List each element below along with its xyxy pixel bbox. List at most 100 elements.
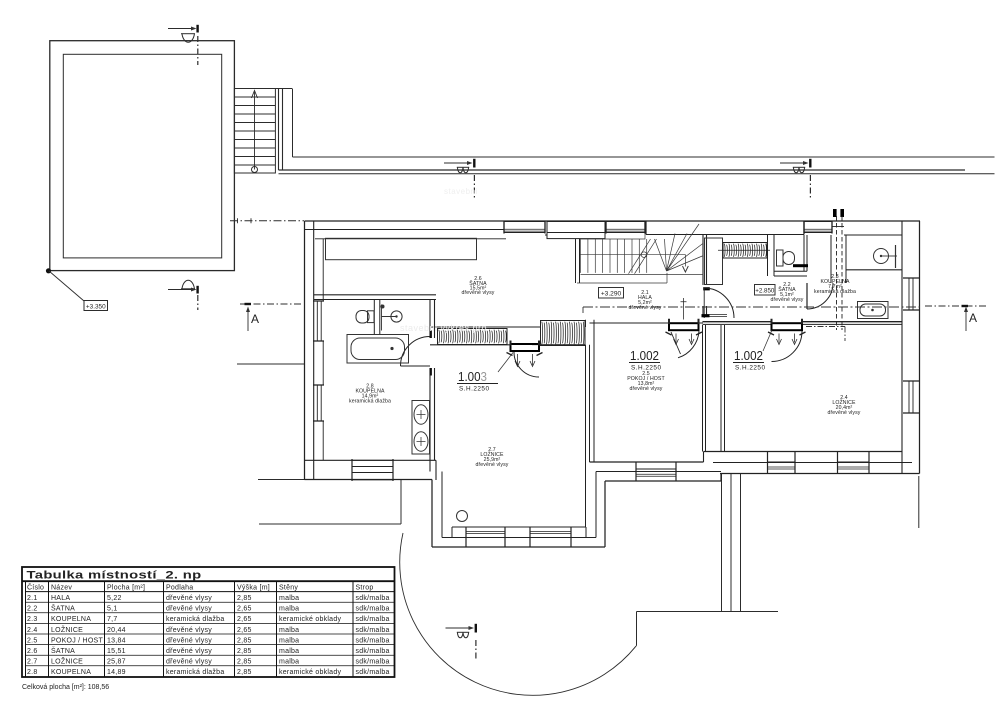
svg-text:+2.850: +2.850	[755, 288, 775, 295]
svg-text:KOUPELNA: KOUPELNA	[355, 389, 384, 395]
svg-text:2,85: 2,85	[237, 595, 252, 602]
svg-text:1.002: 1.002	[630, 349, 659, 363]
svg-text:dřevěné vlysy: dřevěné vlysy	[166, 648, 212, 655]
svg-text:5,1m²: 5,1m²	[780, 292, 794, 298]
svg-text:1.002: 1.002	[734, 349, 763, 363]
svg-text:LOŽNICE: LOŽNICE	[480, 450, 504, 458]
svg-text:5,2m²: 5,2m²	[638, 300, 652, 306]
svg-text:2.2: 2.2	[783, 282, 791, 288]
svg-text:S.H.2250: S.H.2250	[459, 386, 489, 393]
svg-text:2.6: 2.6	[474, 276, 482, 282]
svg-text:malba: malba	[279, 627, 299, 634]
svg-text:Stěny: Stěny	[279, 585, 298, 592]
svg-text:15,5m²: 15,5m²	[470, 286, 487, 292]
svg-text:2.2: 2.2	[27, 606, 37, 613]
svg-text:dřevěné vlysy: dřevěné vlysy	[166, 595, 212, 602]
svg-text:2.7: 2.7	[488, 447, 496, 453]
svg-text:Název: Název	[51, 585, 72, 592]
svg-text:2,65: 2,65	[237, 627, 252, 634]
svg-text:14,89: 14,89	[107, 669, 126, 676]
svg-text:20,4m²: 20,4m²	[836, 405, 853, 411]
svg-text:dřevěné vlysy: dřevěné vlysy	[461, 290, 494, 296]
svg-text:+3.350: +3.350	[86, 303, 106, 310]
svg-text:Strop: Strop	[356, 585, 374, 592]
svg-text:2.3: 2.3	[831, 274, 839, 280]
svg-text:A: A	[969, 311, 977, 325]
svg-text:LOŽNICE: LOŽNICE	[51, 625, 83, 634]
svg-text:2,85: 2,85	[237, 659, 252, 666]
svg-text:dřevěné vlysy: dřevěné vlysy	[166, 627, 212, 634]
svg-text:malba: malba	[279, 659, 299, 666]
svg-text:malba: malba	[279, 595, 299, 602]
svg-text:stavebni vykres pro: stavebni vykres pro	[400, 323, 487, 333]
svg-text:ŠATNA: ŠATNA	[51, 604, 75, 613]
svg-text:2.5: 2.5	[642, 371, 650, 377]
svg-text:7,7m²: 7,7m²	[828, 284, 842, 290]
svg-text:sdk/malba: sdk/malba	[356, 648, 390, 655]
svg-text:2.7: 2.7	[27, 659, 37, 666]
svg-text:13,84: 13,84	[107, 637, 126, 644]
svg-text:sdk/malba: sdk/malba	[356, 659, 390, 666]
svg-text:2,65: 2,65	[237, 616, 252, 623]
svg-text:dřevěné vlysy: dřevěné vlysy	[166, 637, 212, 644]
svg-text:Plocha [m²]: Plocha [m²]	[107, 585, 145, 592]
svg-text:LOŽNICE: LOŽNICE	[832, 398, 856, 406]
svg-text:S.H.2250: S.H.2250	[631, 365, 661, 372]
svg-text:dřevěné vlysy: dřevěné vlysy	[770, 297, 803, 303]
svg-text:malba: malba	[279, 606, 299, 613]
svg-text:2.1: 2.1	[641, 290, 649, 296]
svg-text:7,7: 7,7	[107, 616, 117, 623]
svg-text:Podlaha: Podlaha	[166, 585, 193, 592]
svg-text:HALA: HALA	[51, 595, 70, 602]
svg-text:dřevěné vlysy: dřevěné vlysy	[475, 462, 508, 468]
svg-text:25,9m²: 25,9m²	[484, 457, 501, 463]
svg-text:Celková plocha [m²]: 108,56: Celková plocha [m²]: 108,56	[22, 684, 109, 691]
svg-text:KOUPELNA: KOUPELNA	[51, 616, 91, 623]
svg-text:keramická dlažba: keramická dlažba	[349, 399, 391, 405]
svg-text:malba: malba	[279, 637, 299, 644]
svg-text:Výška [m]: Výška [m]	[237, 585, 270, 592]
svg-text:dřevěné vlysy: dřevěné vlysy	[166, 659, 212, 666]
svg-text:25,87: 25,87	[107, 659, 126, 666]
svg-text:keramické obklady: keramické obklady	[279, 616, 341, 623]
svg-text:13,8m²: 13,8m²	[638, 381, 655, 387]
svg-text:1.003: 1.003	[458, 370, 487, 384]
svg-text:sdk/malba: sdk/malba	[356, 637, 390, 644]
svg-text:POKOJ / HOST: POKOJ / HOST	[51, 637, 103, 644]
svg-text:POKOJ / HOST: POKOJ / HOST	[627, 376, 665, 382]
svg-text:14,9m²: 14,9m²	[362, 394, 379, 400]
svg-text:sdk/malba: sdk/malba	[356, 627, 390, 634]
svg-text:dřevěné vlysy: dřevěné vlysy	[629, 386, 662, 392]
svg-text:S.H.2250: S.H.2250	[735, 365, 765, 372]
svg-text:2.5: 2.5	[27, 637, 37, 644]
svg-text:2.8: 2.8	[366, 384, 374, 390]
svg-text:sdk/malba: sdk/malba	[356, 606, 390, 613]
svg-text:keramické obklady: keramické obklady	[279, 669, 341, 676]
svg-text:2.1: 2.1	[27, 595, 37, 602]
svg-text:Tabulka místností_2. np: Tabulka místností_2. np	[27, 570, 202, 582]
svg-text:HALA: HALA	[638, 295, 652, 301]
svg-text:KOUPELNA: KOUPELNA	[820, 279, 849, 285]
svg-text:ŠATNA: ŠATNA	[469, 280, 487, 287]
svg-text:keramická dlažba: keramická dlažba	[166, 616, 224, 623]
svg-text:15,51: 15,51	[107, 648, 126, 655]
svg-text:A: A	[251, 312, 259, 326]
svg-text:sdk/malba: sdk/malba	[356, 669, 390, 676]
svg-text:+3.290: +3.290	[601, 291, 622, 298]
svg-text:2,65: 2,65	[237, 606, 252, 613]
svg-text:2,85: 2,85	[237, 648, 252, 655]
svg-text:stavebni: stavebni	[444, 187, 478, 196]
svg-text:dřevěné vlysy: dřevěné vlysy	[628, 305, 661, 311]
svg-text:2,85: 2,85	[237, 637, 252, 644]
svg-text:ŠATNA: ŠATNA	[51, 646, 75, 655]
svg-text:2,85: 2,85	[237, 669, 252, 676]
svg-text:KOUPELNA: KOUPELNA	[51, 669, 91, 676]
svg-text:2.3: 2.3	[27, 616, 37, 623]
svg-text:sdk/malba: sdk/malba	[356, 616, 390, 623]
svg-text:ŠATNA: ŠATNA	[778, 286, 796, 293]
svg-text:dřevěné vlysy: dřevěné vlysy	[166, 606, 212, 613]
svg-text:dřevěné vlysy: dřevěné vlysy	[827, 410, 860, 416]
svg-text:20,44: 20,44	[107, 627, 126, 634]
svg-text:keramická dlažba: keramická dlažba	[166, 669, 224, 676]
svg-text:2.4: 2.4	[27, 627, 37, 634]
